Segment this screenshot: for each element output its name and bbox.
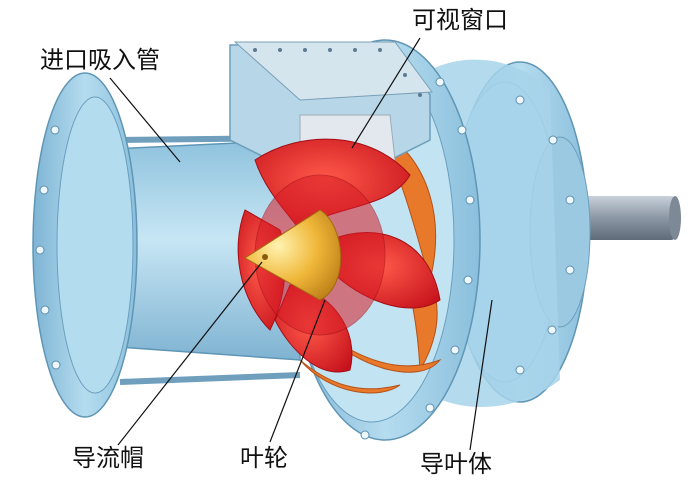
impeller [237,138,441,373]
leader-lines [109,37,493,451]
guide-cap [244,209,342,301]
label-sight-window: 可视窗口 [412,6,508,34]
inlet-flange [32,72,138,418]
label-guide-vane-body: 导叶体 [420,450,492,478]
shaft [575,196,681,240]
label-impeller: 叶轮 [240,444,288,472]
inlet-flange-bolts [35,125,61,370]
casing-bolts [360,77,475,440]
label-inlet-pipe: 进口吸入管 [40,46,160,74]
right-flange-bolts [515,95,575,375]
label-guide-cap: 导流帽 [72,444,144,472]
